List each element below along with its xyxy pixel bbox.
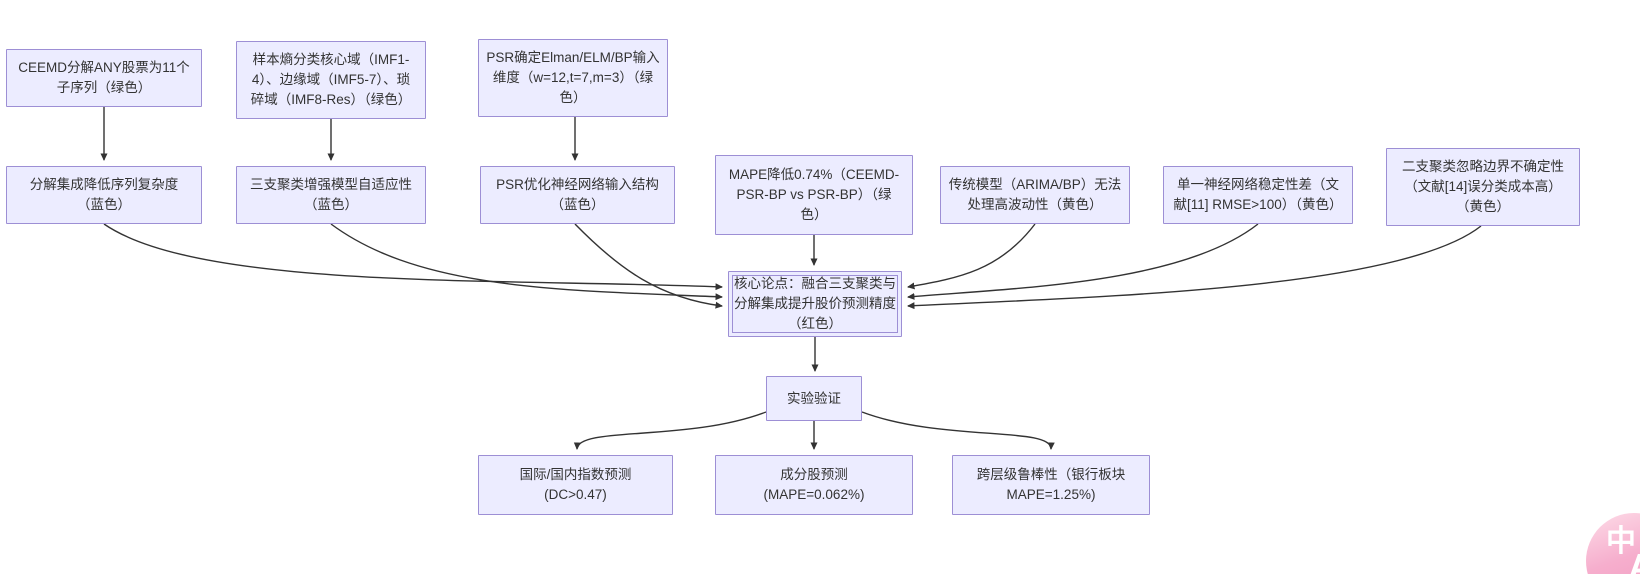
node-index-prediction: 国际/国内指数预测 (DC>0.47) bbox=[478, 455, 673, 515]
translate-zh-icon: 中 bbox=[1606, 525, 1636, 558]
edge-clustering-to-core bbox=[330, 223, 723, 301]
edge-psrbenefit-to-core bbox=[574, 223, 723, 309]
node-ceemd-decomposition: CEEMD分解ANY股票为11个 子序列（绿色） bbox=[6, 49, 202, 107]
node-single-nn-instability: 单一神经网络稳定性差（文 献[11] RMSE>100）（黄色） bbox=[1163, 166, 1353, 224]
node-decomposition-reduces-complexity: 分解集成降低序列复杂度 （蓝色） bbox=[6, 166, 202, 224]
node-psr-input-dimension: PSR确定Elman/ELM/BP输入 维度（w=12,t=7,m=3）（绿 色… bbox=[478, 39, 668, 117]
edge-traditional-to-core bbox=[907, 223, 1036, 290]
node-constituent-stock-prediction: 成分股预测 (MAPE=0.062%) bbox=[715, 455, 913, 515]
edge-decomp-to-core bbox=[103, 223, 723, 291]
edge-singlenn-to-core bbox=[907, 223, 1259, 300]
node-traditional-model-limitation: 传统模型（ARIMA/BP）无法 处理高波动性（黄色） bbox=[940, 166, 1130, 224]
node-three-way-clustering-adaptivity: 三支聚类增强模型自适应性 （蓝色） bbox=[236, 166, 426, 224]
translate-button[interactable]: 中 A bbox=[1586, 513, 1640, 574]
node-core-thesis: 核心论点：融合三支聚类与 分解集成提升股价预测精度 （红色） bbox=[728, 271, 902, 337]
node-psr-optimizes-input-structure: PSR优化神经网络输入结构 （蓝色） bbox=[480, 166, 675, 224]
node-mape-reduction-evidence: MAPE降低0.74%（CEEMD- PSR-BP vs PSR-BP）（绿 色… bbox=[715, 155, 913, 235]
node-two-way-clustering-limitation: 二支聚类忽略边界不确定性 （文献[14]误分类成本高） （黄色） bbox=[1386, 148, 1580, 226]
node-experimental-validation: 实验验证 bbox=[766, 376, 862, 421]
edge-experiment-to-robustness bbox=[861, 411, 1055, 450]
translate-en-icon: A bbox=[1628, 549, 1640, 574]
node-cross-level-robustness: 跨层级鲁棒性（银行板块 MAPE=1.25%) bbox=[952, 455, 1150, 515]
edge-experiment-to-index bbox=[573, 411, 767, 450]
node-sample-entropy-classification: 样本熵分类核心域（IMF1- 4）、边缘域（IMF5-7）、琐 碎域（IMF8-… bbox=[236, 41, 426, 119]
edge-twoway-to-core bbox=[907, 225, 1482, 310]
